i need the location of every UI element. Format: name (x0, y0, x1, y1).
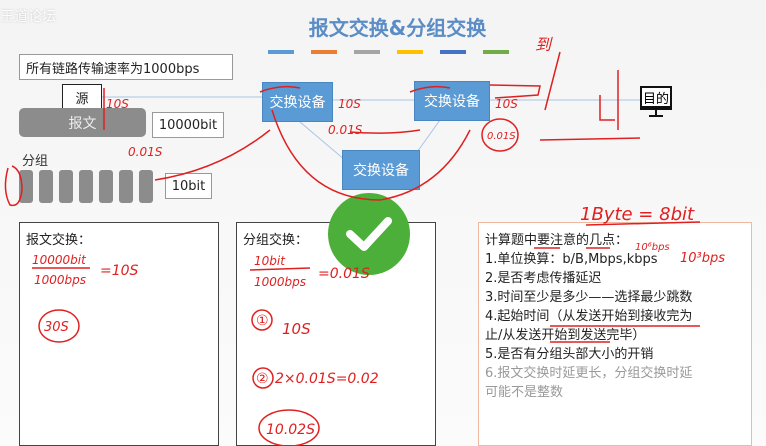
annotation: ② (256, 371, 269, 387)
annotation: 10bit (254, 254, 286, 268)
note-item: 3.时间至少是多少——选择最少跳数 (485, 290, 693, 305)
annotation: 10S (338, 97, 361, 111)
annotation: 10000bit (32, 253, 87, 267)
source-label: 源 (62, 84, 102, 109)
annotation: 10S (106, 97, 129, 111)
link-rate-box: 所有链路传输速率为1000bps (19, 54, 233, 80)
annotation: 1Byte = 8bit (580, 204, 695, 225)
color-bar (354, 50, 380, 54)
packet-block (119, 170, 133, 203)
message-block: 报文 (19, 108, 146, 137)
packet-block (39, 170, 53, 203)
packet-block (79, 170, 93, 203)
panel-title: 报文交换： (26, 233, 92, 248)
note-item: 止/从发送开始到发送完毕） (485, 328, 646, 343)
notes-heading: 计算题中要注意的几点： (485, 233, 629, 248)
annotation: ① (256, 313, 269, 329)
annotation: 10S (282, 320, 311, 338)
annotation: 1000bps (254, 275, 306, 289)
checkmark-icon (328, 193, 410, 275)
annotation: 0.01S (487, 131, 516, 142)
annotation: 30S (44, 320, 69, 335)
message-switching-panel: 报文交换： (19, 222, 219, 446)
annotation: 0.01S (328, 123, 363, 137)
notes-panel: 计算题中要注意的几点： 1.单位换算：b/B,Mbps,kbps 2.是否考虑传… (478, 222, 752, 446)
message-size: 10000bit (152, 112, 224, 138)
note-item: 4.起始时间（从发送开始到接收完为 (485, 309, 693, 324)
destination-computer: 目的 (640, 86, 672, 120)
color-bar (268, 50, 294, 54)
annotation: 2×0.01S=0.02 (275, 371, 379, 387)
annotation: =10S (100, 263, 139, 279)
note-item: 6.报文交换时延更长，分组交换时延 (485, 366, 693, 381)
annotation: 10.02S (266, 422, 315, 438)
color-bar (483, 50, 509, 54)
annotation: 10³bps (680, 251, 725, 266)
packet-block (139, 170, 153, 203)
packet-block (59, 170, 73, 203)
slide-title: 报文交换&分组交换 (308, 16, 487, 40)
watermark: 王道论坛 (0, 9, 56, 25)
annotation: 1000bps (34, 273, 86, 287)
color-bar (311, 50, 337, 54)
note-item: 可能不是整数 (485, 385, 564, 400)
annotation: =0.01S (318, 266, 370, 282)
note-item: 5.是否有分组头部大小的开销 (485, 347, 654, 362)
monitor-icon: 目的 (640, 86, 672, 110)
packet-label: 分组 (22, 154, 49, 169)
annotation: 0.01S (128, 145, 163, 159)
note-item: 1.单位换算：b/B,Mbps,kbps (485, 252, 658, 267)
color-bar (440, 50, 466, 54)
switch-3: 交换设备 (342, 150, 420, 190)
color-bar (397, 50, 423, 54)
panel-title: 分组交换： (243, 233, 309, 248)
annotation: 10⁶bps (635, 242, 670, 253)
packet-block (99, 170, 113, 203)
packet-block (19, 170, 33, 203)
annotation: 到 (535, 35, 553, 54)
note-item: 2.是否考虑传播延迟 (485, 271, 602, 286)
annotation: 10S (495, 97, 518, 111)
